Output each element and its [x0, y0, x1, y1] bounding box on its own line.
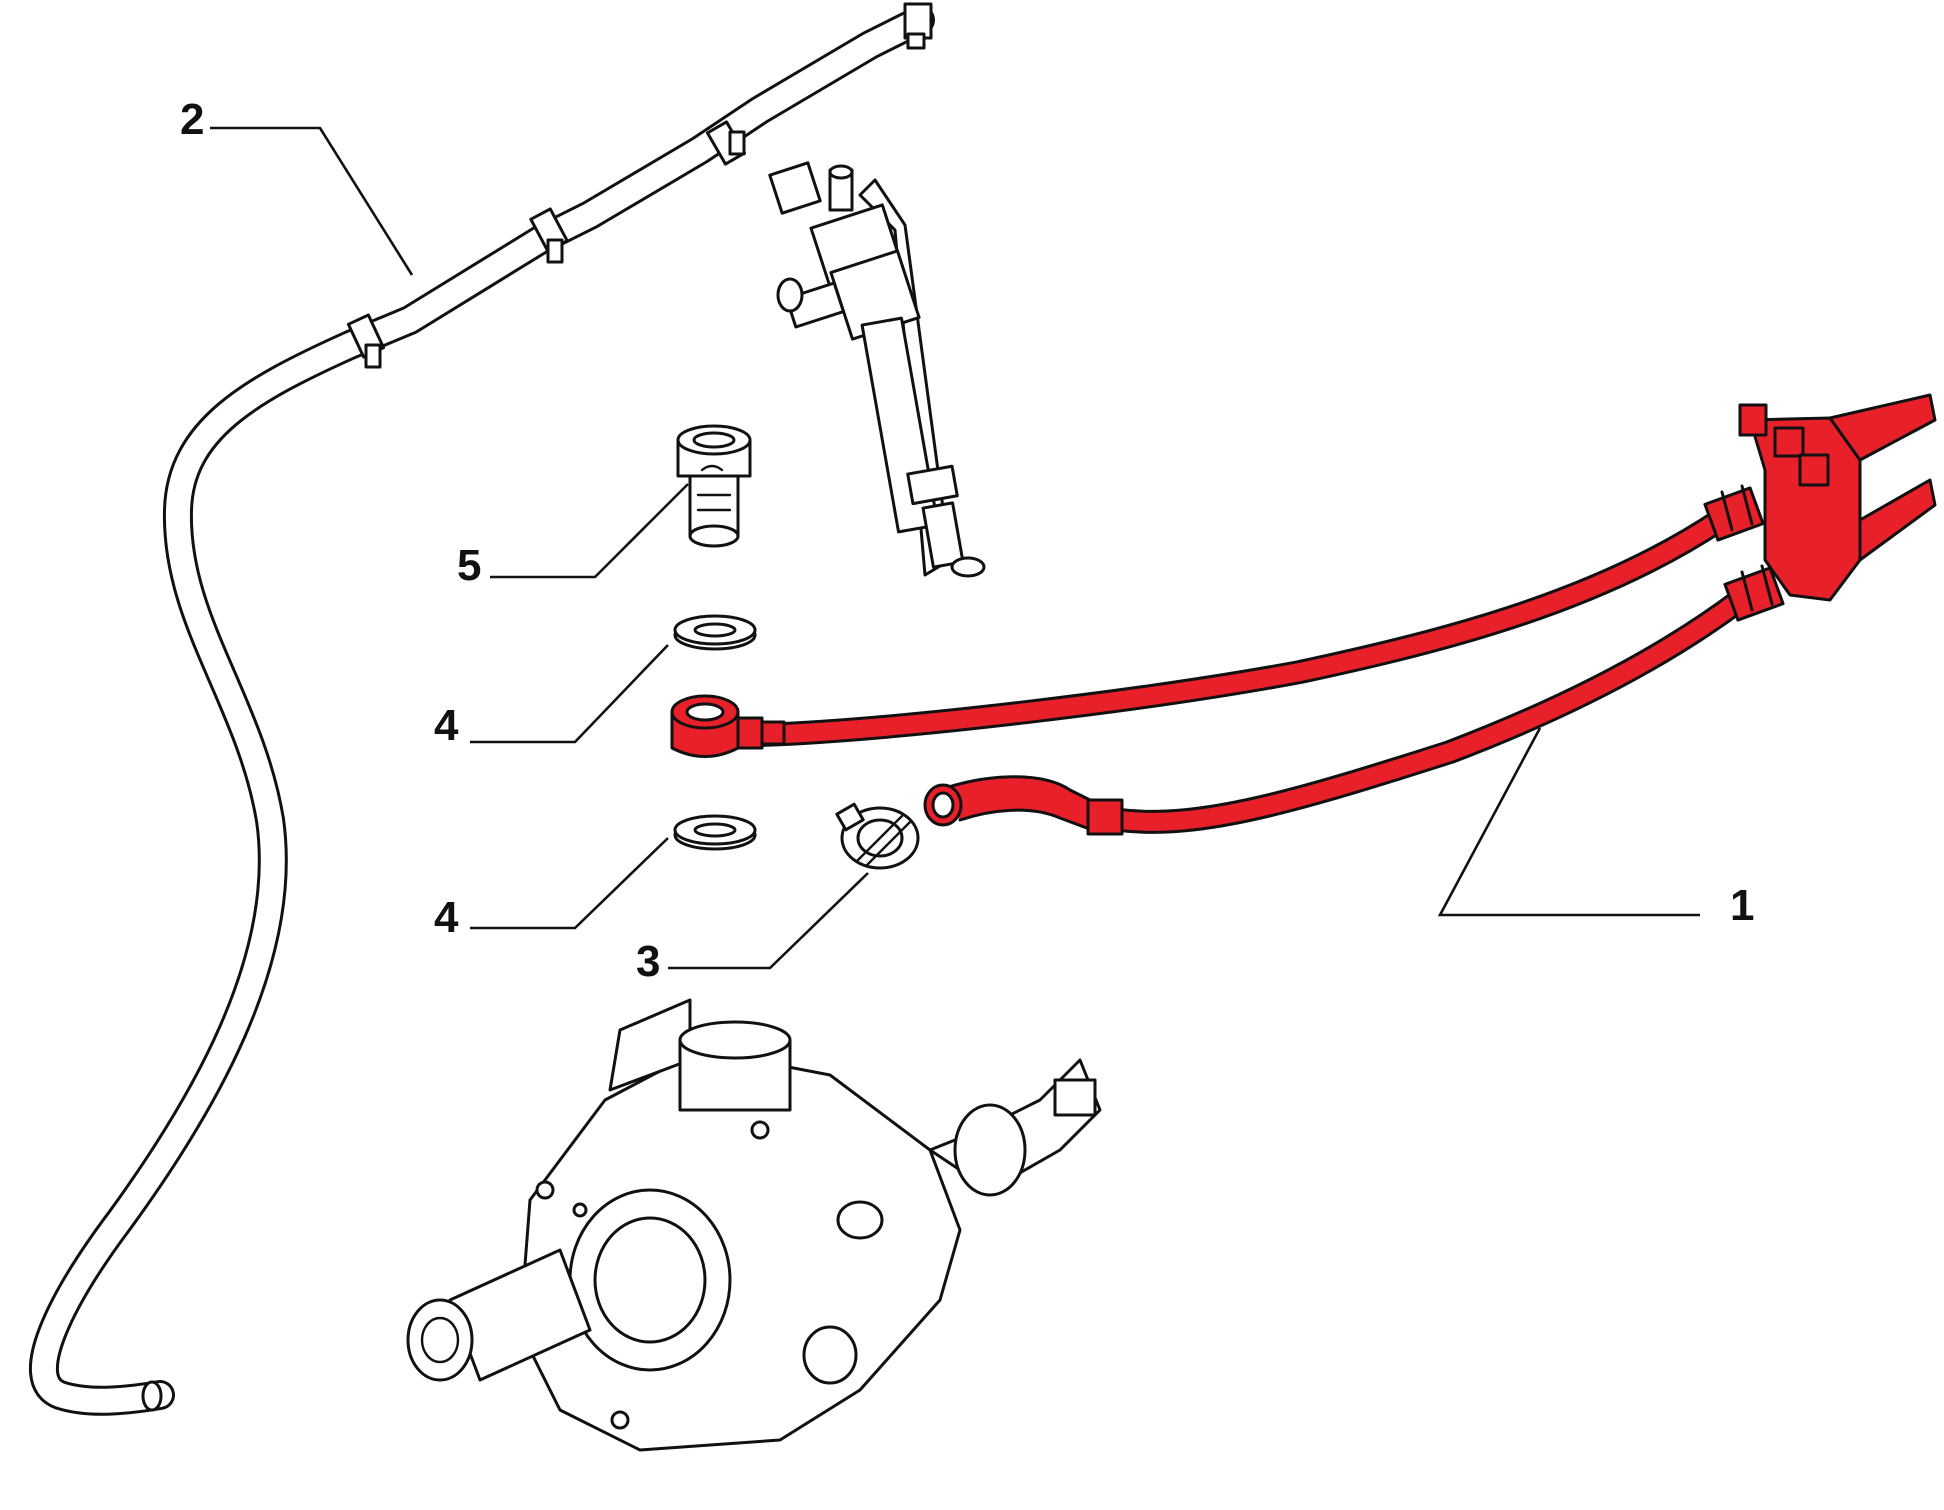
callout-1: 1 [1730, 881, 1754, 930]
sealing-washer-part-4-upper[interactable] [673, 614, 757, 651]
hose-t-connector [346, 2, 933, 369]
callout-3: 3 [636, 937, 660, 986]
callout-2: 2 [180, 95, 204, 144]
leader-lines [210, 126, 1700, 970]
callout-4b: 4 [434, 893, 459, 942]
callout-4a: 4 [434, 701, 459, 750]
leak-off-hose-part-2[interactable] [29, 2, 935, 1416]
sealing-washer-part-4-lower[interactable] [673, 814, 757, 851]
callout-5: 5 [457, 541, 481, 590]
fuel-return-pipe-part-1[interactable] [670, 393, 1937, 836]
banjo-bolt-part-5[interactable] [676, 424, 752, 548]
high-pressure-pump [406, 998, 1102, 1452]
hose-clamp-part-3[interactable] [835, 802, 920, 870]
injector [768, 161, 986, 578]
